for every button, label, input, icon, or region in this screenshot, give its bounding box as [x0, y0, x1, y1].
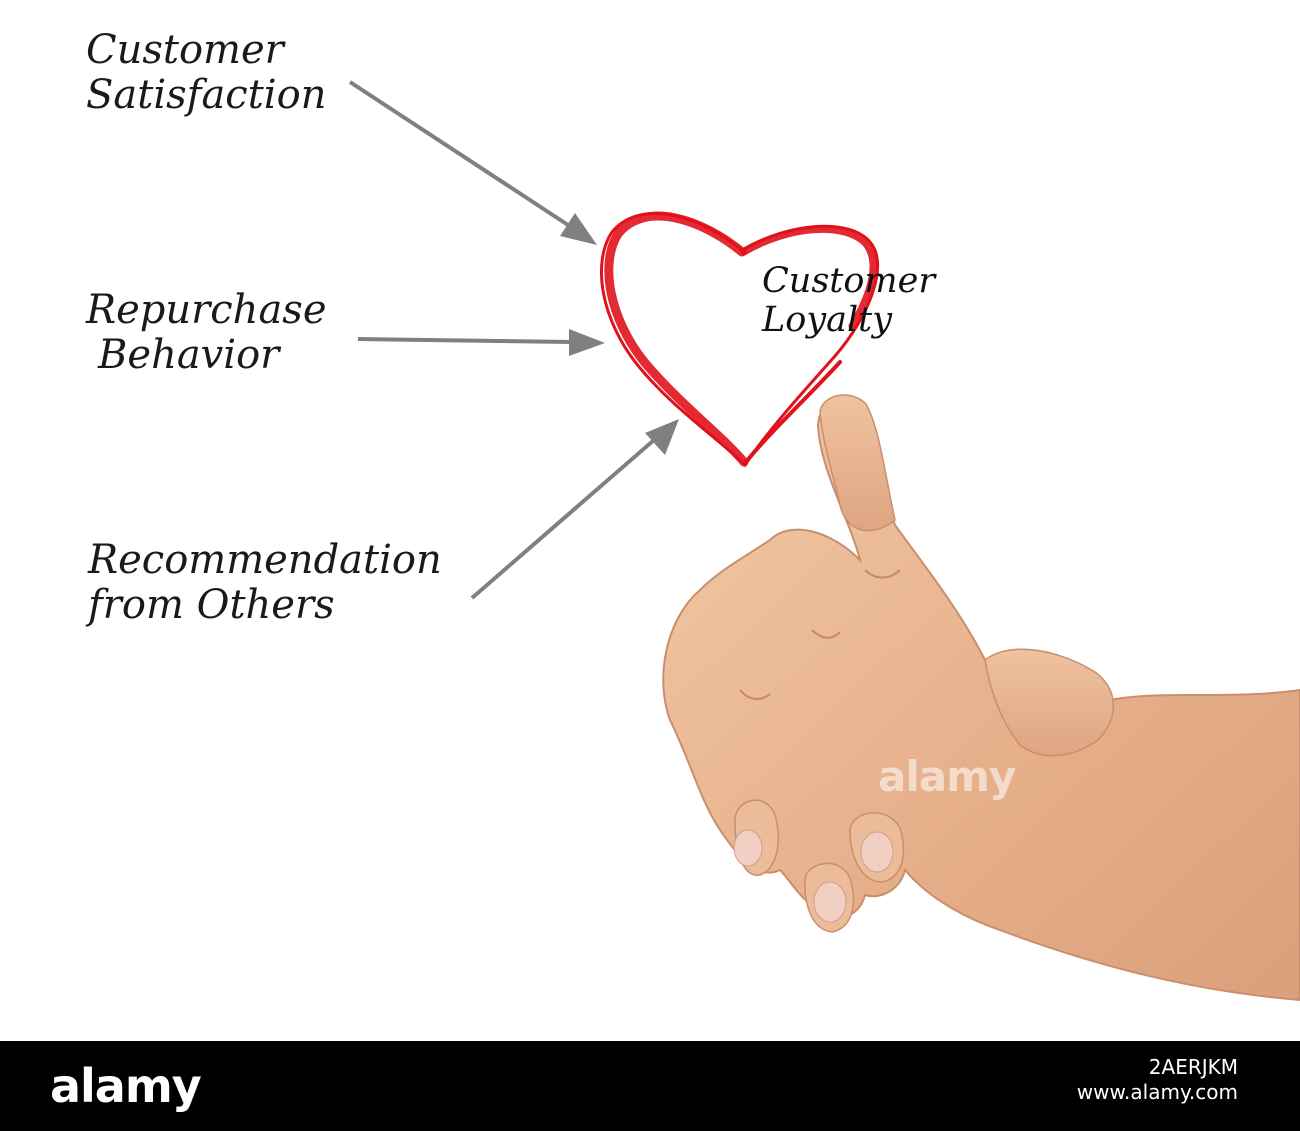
input-recommendation-label: Recommendation from Others: [88, 538, 442, 628]
input-repurchase-line-1: Repurchase: [86, 287, 327, 333]
footer-image-id: 2AERJKM: [1148, 1055, 1238, 1079]
input-recommendation-line-1: Recommendation: [88, 537, 442, 583]
diagram-canvas: [348, 80, 1300, 1002]
footer-logo: alamy: [50, 1059, 202, 1113]
center-loyalty-label: Customer Loyalty: [762, 261, 936, 341]
arrow-repurchase: [357, 329, 605, 356]
arrow-recommendation: [470, 419, 679, 600]
footer-bar: alamy 2AERJKM www.alamy.com: [0, 1041, 1300, 1131]
input-repurchase-line-2: Behavior: [98, 331, 280, 378]
watermark-text: alamy: [878, 752, 1016, 801]
heart-icon: [600, 211, 880, 468]
center-loyalty-line-1: Customer: [762, 261, 936, 301]
footer-site: www.alamy.com: [1076, 1080, 1238, 1104]
input-satisfaction-label: Customer Satisfaction: [86, 28, 326, 118]
input-satisfaction-line-1: Customer: [86, 27, 284, 73]
input-repurchase-label: Repurchase Behavior: [86, 288, 327, 378]
arrow-satisfaction: [348, 80, 597, 245]
center-loyalty-line-2: Loyalty: [762, 300, 892, 341]
pointing-hand-image: [662, 394, 1300, 1002]
input-recommendation-line-2: from Others: [88, 581, 335, 628]
input-satisfaction-line-2: Satisfaction: [86, 71, 327, 118]
footer-image-info: 2AERJKM www.alamy.com: [1077, 1055, 1238, 1105]
